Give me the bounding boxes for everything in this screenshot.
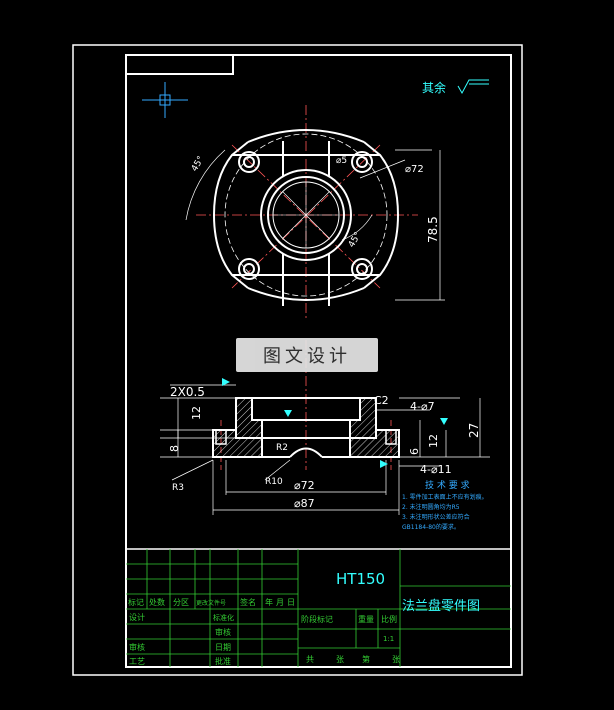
svg-text:工艺: 工艺 bbox=[129, 657, 145, 666]
dim-r3: R3 bbox=[172, 483, 184, 493]
part-name: 法兰盘零件图 bbox=[402, 598, 480, 614]
title-block bbox=[125, 548, 512, 668]
svg-text:比例: 比例 bbox=[381, 614, 397, 624]
title-left-labels: 设计 标准化 审核 批准 工艺 审核 日期 bbox=[129, 612, 234, 666]
svg-text:审核: 审核 bbox=[129, 642, 145, 652]
section-view: 2X0.5 12 8 R3 R10 R2 C2 4-⌀7 4-⌀11 6 12 … bbox=[160, 340, 490, 515]
svg-text:签名: 签名 bbox=[240, 597, 256, 607]
tech-req-item-2: 2. 未注明圆角均为R5 bbox=[402, 503, 460, 511]
roughness-icon bbox=[457, 79, 489, 95]
svg-text:标记: 标记 bbox=[128, 597, 144, 607]
svg-text:分区: 分区 bbox=[173, 598, 189, 607]
dim-27: 27 bbox=[467, 423, 481, 438]
svg-text:阶段标记: 阶段标记 bbox=[301, 614, 333, 624]
watermark: 图文设计 bbox=[236, 338, 378, 372]
svg-text:张: 张 bbox=[336, 655, 344, 664]
dim-78-5: 78.5 bbox=[426, 216, 440, 243]
stage-labels: 阶段标记 重量 比例 1:1 bbox=[301, 614, 397, 643]
svg-text:共: 共 bbox=[306, 655, 314, 664]
tech-req-title: 技 术 要 求 bbox=[425, 479, 470, 491]
svg-text:张: 张 bbox=[392, 655, 400, 664]
dim-dia-87: ⌀87 bbox=[294, 497, 315, 510]
dim-chamfer: 2X0.5 bbox=[170, 385, 205, 399]
top-view: ⌀72 ⌀5 45° 45° 78.5 bbox=[185, 105, 445, 318]
dim-r10: R10 bbox=[265, 477, 283, 487]
outer-frame bbox=[72, 44, 523, 676]
code-box bbox=[126, 55, 234, 75]
svg-text:处数: 处数 bbox=[149, 597, 165, 607]
dim-12-left: 12 bbox=[190, 406, 203, 420]
tech-req-item-1: 1. 零件加工表面上不应有划痕。 bbox=[402, 493, 488, 501]
dim-angle-1: 45° bbox=[190, 155, 207, 174]
dim-top-hole: ⌀5 bbox=[336, 156, 347, 166]
dim-dia-72: ⌀72 bbox=[294, 479, 315, 492]
svg-text:月: 月 bbox=[276, 598, 284, 607]
svg-text:年: 年 bbox=[265, 597, 273, 607]
dim-12-right: 12 bbox=[427, 434, 440, 448]
sheet-labels: 共 张 第 张 bbox=[306, 654, 400, 664]
title-row-labels: 标记 处数 分区 更改文件号 签名 年 月 日 bbox=[128, 597, 295, 607]
dim-6: 6 bbox=[408, 448, 421, 455]
svg-text:日期: 日期 bbox=[215, 643, 231, 652]
svg-text:批准: 批准 bbox=[215, 656, 231, 666]
tech-req-item-3: 3. 未注明形状公差应符合 bbox=[402, 513, 470, 521]
tech-req-item-4: GB1184-80的要求。 bbox=[402, 523, 460, 531]
svg-text:重量: 重量 bbox=[358, 614, 374, 624]
dim-8: 8 bbox=[168, 445, 181, 452]
crosshair-icon bbox=[142, 82, 188, 118]
scale-value: 1:1 bbox=[383, 635, 394, 643]
roughness-note: 其余 bbox=[422, 80, 446, 95]
svg-text:更改文件号: 更改文件号 bbox=[196, 599, 226, 607]
dim-4-holes-11: 4-⌀11 bbox=[420, 463, 452, 476]
svg-text:标准化: 标准化 bbox=[213, 613, 234, 622]
svg-text:设计: 设计 bbox=[129, 612, 145, 622]
dim-top-dia: ⌀72 bbox=[405, 164, 424, 175]
dim-c2: C2 bbox=[374, 394, 389, 407]
dim-4-holes-7: 4-⌀7 bbox=[410, 400, 435, 413]
svg-text:日: 日 bbox=[287, 598, 295, 607]
svg-text:审核: 审核 bbox=[215, 627, 231, 637]
material-label: HT150 bbox=[336, 570, 385, 588]
dim-r2: R2 bbox=[276, 443, 288, 453]
dim-angle-2: 45° bbox=[347, 231, 364, 250]
svg-text:第: 第 bbox=[362, 654, 370, 664]
